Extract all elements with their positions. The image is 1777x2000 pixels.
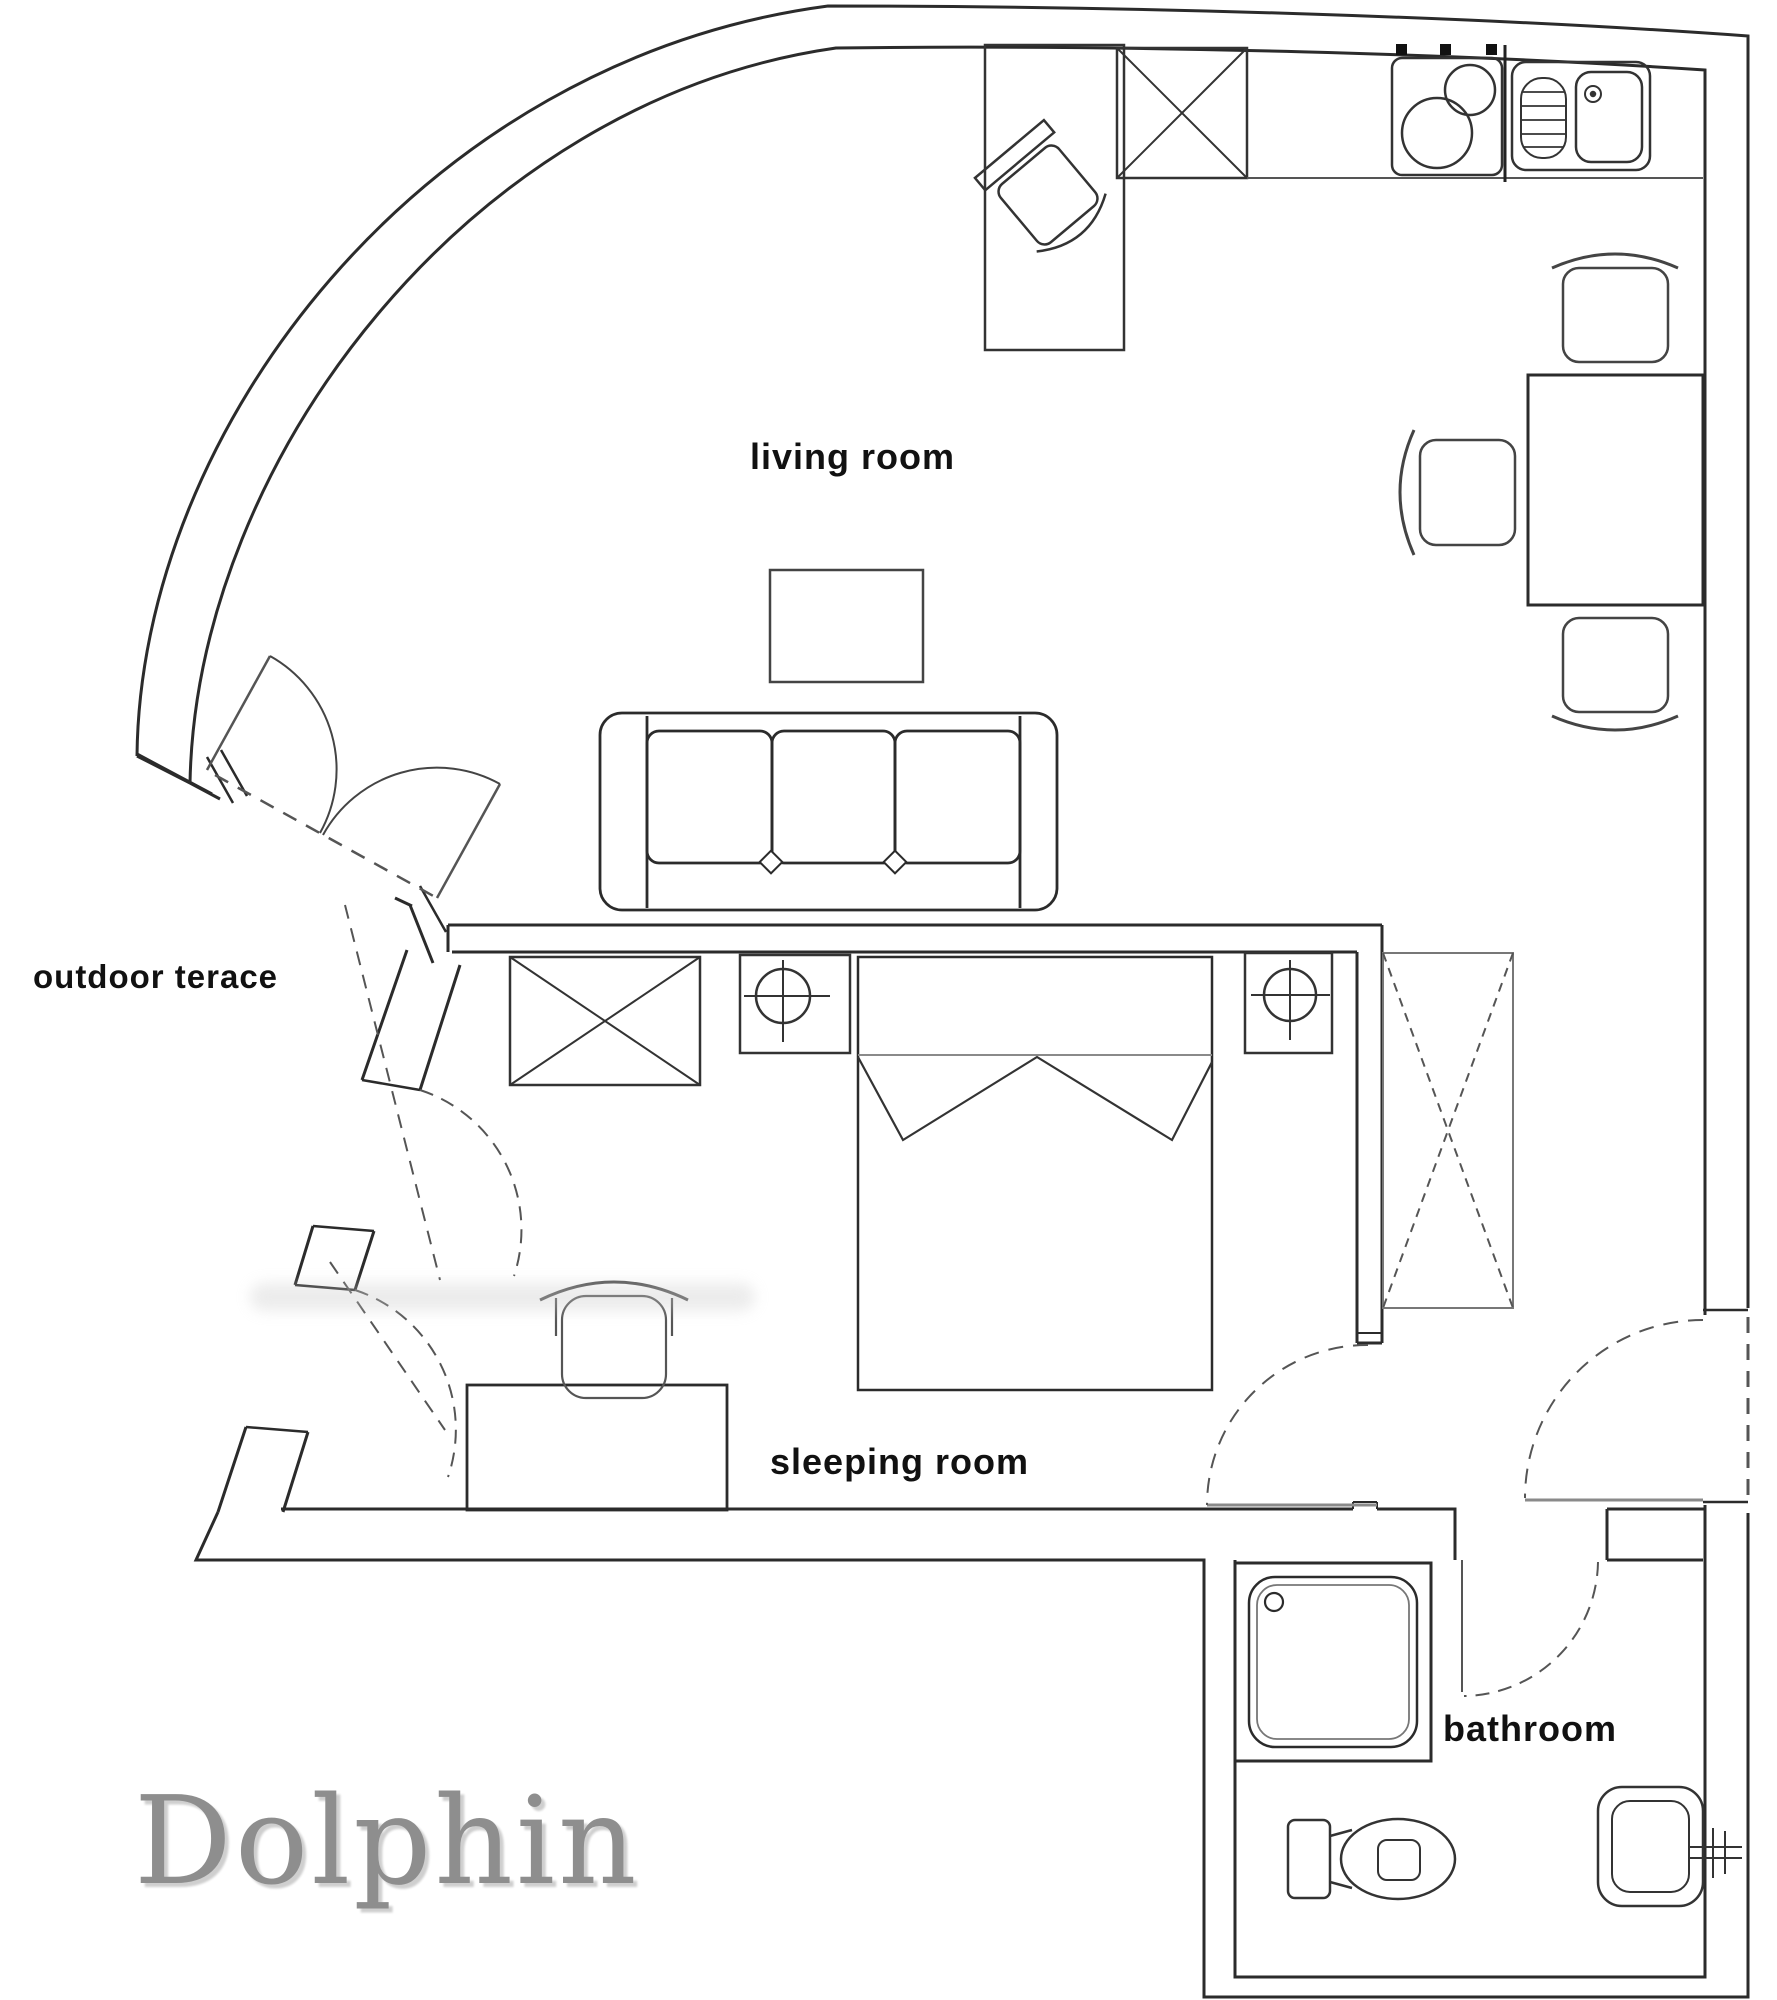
bed-blanket-zigzag xyxy=(857,1055,1213,1142)
toilet xyxy=(1286,1817,1457,1901)
sleeping-room-label: sleeping room xyxy=(770,1441,1030,1482)
faucet-icon xyxy=(1688,1828,1742,1878)
dining-set xyxy=(1398,252,1705,732)
bathroom-label: bathroom xyxy=(1443,1708,1617,1749)
office-chair xyxy=(539,1280,689,1400)
sleeping-room-door xyxy=(1206,1343,1377,1507)
kitchen-chair-unit xyxy=(983,43,1126,352)
kitchen xyxy=(973,43,1703,352)
kitchen-sink-icon xyxy=(1510,60,1652,172)
interior-walls xyxy=(446,923,1384,1345)
plan-title: Dolphin xyxy=(134,1770,640,1912)
washbasin xyxy=(1596,1785,1742,1908)
bathroom-door xyxy=(1461,1560,1599,1697)
faint-watermark xyxy=(250,1283,755,1311)
hob-knobs xyxy=(1396,44,1497,55)
slant-wall-doors xyxy=(329,904,523,1478)
hall-wardrobe-x xyxy=(1382,952,1514,1309)
dining-chair-left xyxy=(1398,429,1517,556)
dining-chair-bottom xyxy=(1551,616,1679,732)
sofa-seam-diamonds xyxy=(758,849,908,875)
kitchen-cabinet-x xyxy=(1115,46,1249,180)
shower-cabin xyxy=(1233,1561,1433,1763)
nightstand-right xyxy=(1243,951,1334,1055)
terrace-double-door xyxy=(205,655,502,900)
outdoor-terrace-label: outdoor terace xyxy=(33,958,279,995)
double-bed xyxy=(856,955,1214,1392)
living-room-label: living room xyxy=(750,436,956,477)
wardrobe-x xyxy=(508,955,702,1087)
desk xyxy=(465,1383,729,1512)
entry-door xyxy=(1524,1319,1704,1502)
sofa xyxy=(598,711,1059,912)
nightstand-left xyxy=(738,953,852,1055)
dining-chair-top xyxy=(1551,252,1679,364)
exterior-walls xyxy=(135,4,1750,1999)
dining-table xyxy=(1526,373,1705,607)
hob-icon xyxy=(1390,56,1504,177)
coffee-table xyxy=(768,568,925,684)
kitchen-chair-icon xyxy=(973,118,1107,253)
